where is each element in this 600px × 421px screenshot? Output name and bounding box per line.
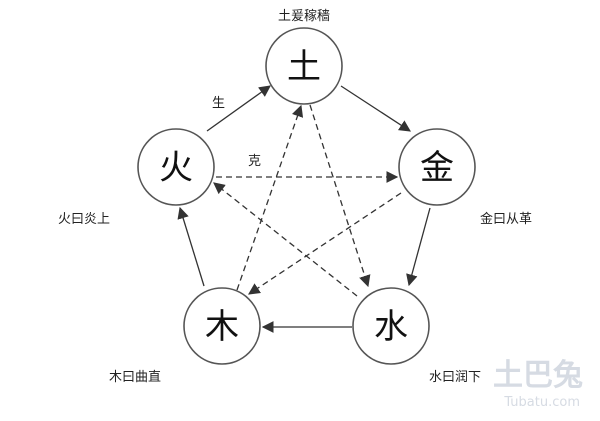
- edge-metal-to-water: [406, 207, 431, 287]
- node-water-char: 水: [374, 307, 408, 347]
- node-fire: 火: [137, 128, 215, 206]
- edge-wood-to-earth: [236, 104, 304, 291]
- edge-water-to-fire: [213, 182, 358, 297]
- node-metal: 金: [398, 128, 476, 206]
- label-overcome: 克: [248, 154, 261, 169]
- edge-metal-to-wood: [248, 192, 402, 295]
- node-wood: 木: [183, 287, 261, 365]
- edge-earth-to-metal: [340, 85, 411, 132]
- caption-metal: 金曰从革: [480, 211, 532, 227]
- caption-fire: 火曰炎上: [58, 212, 110, 227]
- node-fire-char: 火: [159, 148, 193, 188]
- label-generate: 生: [212, 96, 225, 111]
- caption-wood: 木曰曲直: [109, 370, 161, 385]
- edge-wood-to-fire: [177, 206, 205, 287]
- node-water: 水: [352, 287, 430, 365]
- caption-water: 水曰润下: [429, 370, 481, 385]
- watermark-domain-text: Tubatu.com: [503, 395, 580, 410]
- edge-earth-to-water: [309, 104, 371, 288]
- edge-fire-to-earth: [206, 85, 271, 132]
- caption-earth: 土爰稼穑: [278, 9, 330, 24]
- watermark-logo-text: 土巴兔: [493, 358, 583, 393]
- node-earth-char: 土: [287, 47, 321, 87]
- node-wood-char: 木: [205, 307, 239, 347]
- node-earth: 土: [265, 27, 343, 105]
- node-metal-char: 金: [420, 148, 454, 188]
